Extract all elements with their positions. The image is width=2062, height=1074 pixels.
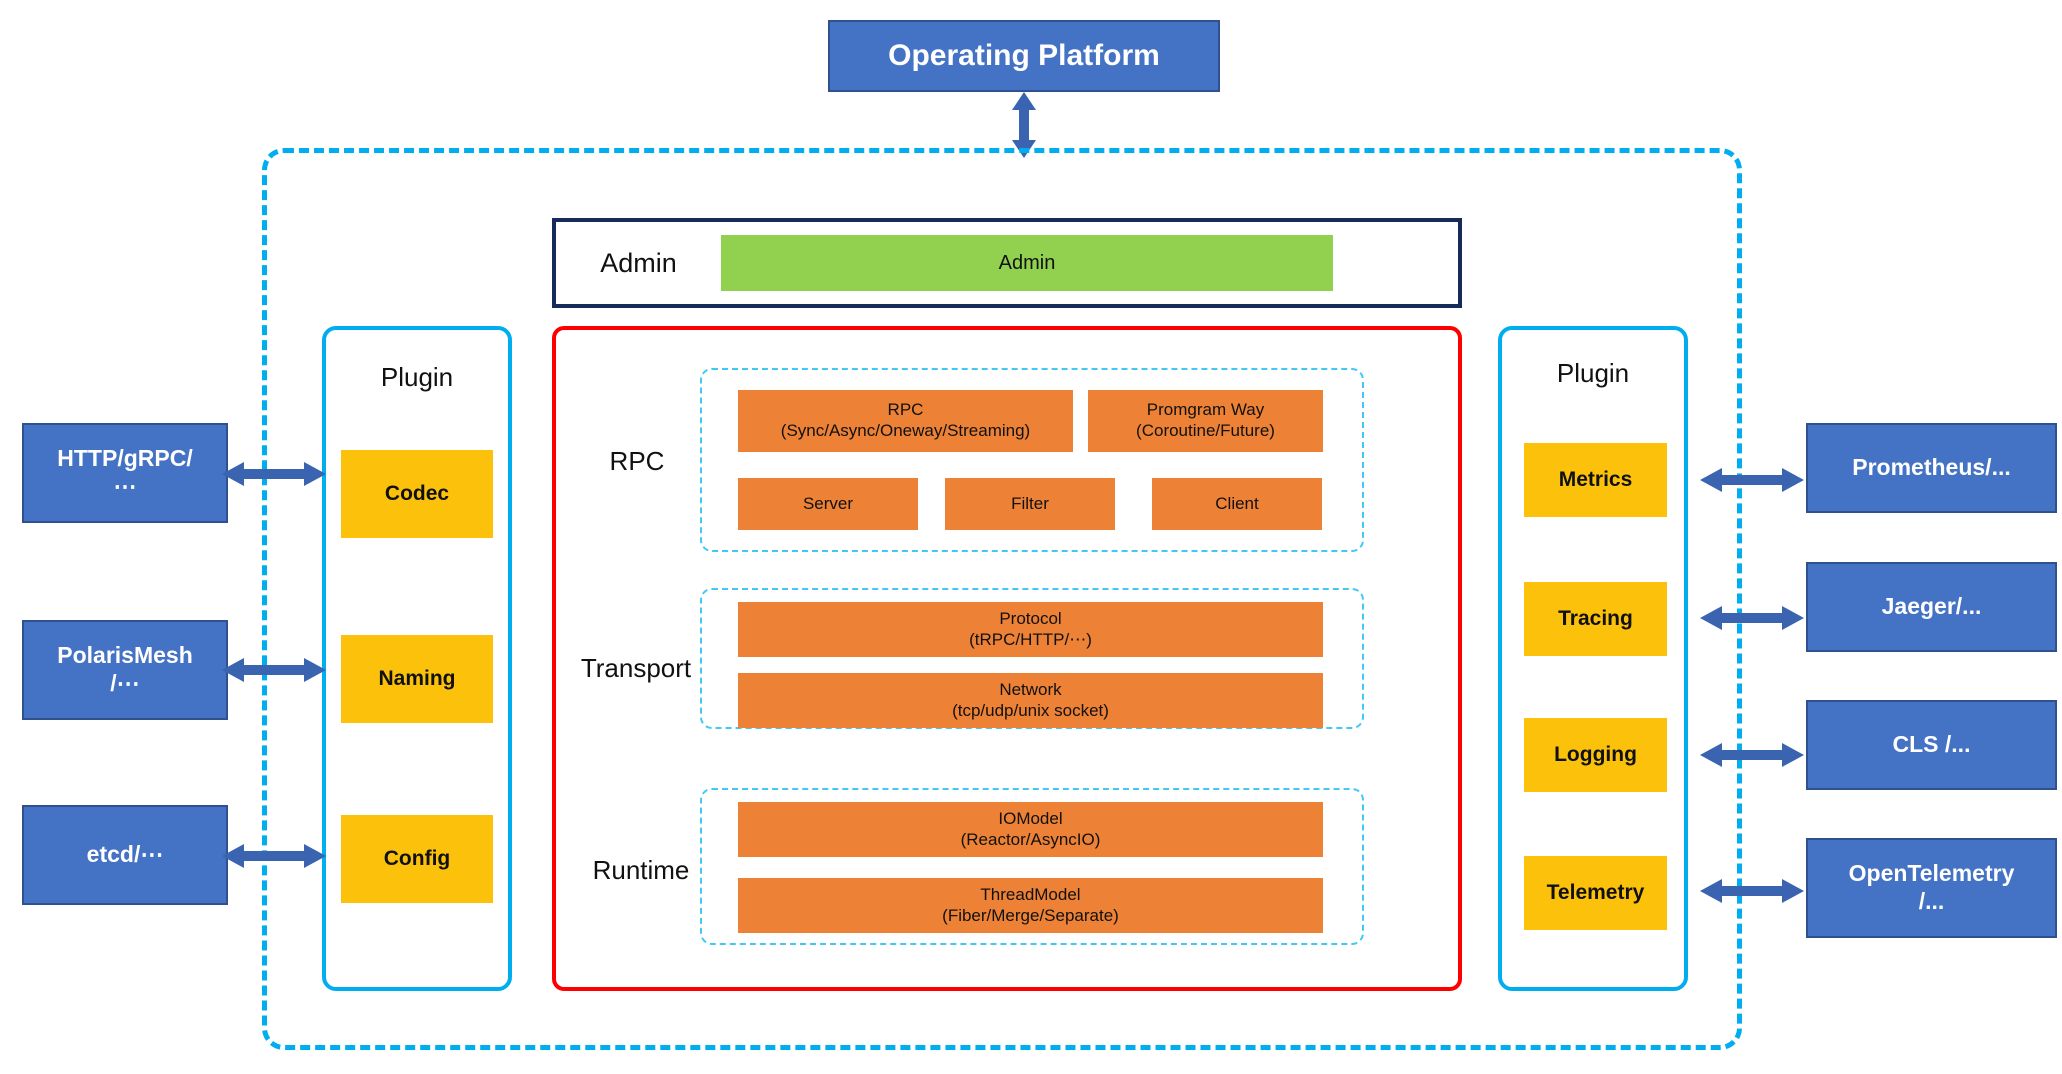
plugin-item-codec-label: Codec — [384, 482, 450, 505]
rpc-module-rpc[interactable]: RPC (Sync/Async/Oneway/Streaming) — [738, 390, 1073, 452]
rpc-module-client[interactable]: Client — [1152, 478, 1322, 530]
runtime-module-iomodel-title: IOModel — [998, 808, 1063, 828]
rpc-module-filter-title: Filter — [1011, 493, 1049, 513]
external-prometheus[interactable]: Prometheus/... — [1806, 423, 2057, 513]
external-opentelemetry-line1: OpenTelemetry — [1848, 860, 2015, 887]
admin-row-label: Admin — [600, 247, 677, 278]
plugin-item-tracing[interactable]: Tracing — [1524, 582, 1667, 656]
external-etcd[interactable]: etcd/⋯ — [22, 805, 228, 905]
plugin-item-metrics[interactable]: Metrics — [1524, 443, 1667, 517]
external-jaeger-label: Jaeger/... — [1881, 593, 1982, 620]
external-cls-label: CLS /... — [1892, 731, 1971, 758]
runtime-module-iomodel-sub: (Reactor/AsyncIO) — [960, 829, 1101, 849]
transport-module-network[interactable]: Network (tcp/udp/unix socket) — [738, 673, 1323, 728]
runtime-module-threadmodel[interactable]: ThreadModel (Fiber/Merge/Separate) — [738, 878, 1323, 933]
rpc-module-rpc-title: RPC — [887, 400, 924, 420]
transport-module-protocol-sub: (tRPC/HTTP/⋯) — [969, 629, 1092, 649]
external-http-grpc-line1: HTTP/gRPC/ — [57, 445, 193, 472]
plugin-item-metrics-label: Metrics — [1558, 468, 1633, 491]
rpc-module-program-way-title: Promgram Way — [1146, 400, 1265, 420]
transport-module-network-title: Network — [999, 679, 1062, 699]
external-jaeger[interactable]: Jaeger/... — [1806, 562, 2057, 652]
rpc-module-filter[interactable]: Filter — [945, 478, 1115, 530]
double-arrow-horizontal-icon-tracing — [1700, 606, 1804, 630]
plugin-item-telemetry[interactable]: Telemetry — [1524, 856, 1667, 930]
plugin-item-naming-label: Naming — [378, 667, 456, 690]
plugin-item-config[interactable]: Config — [341, 815, 493, 903]
layer-label-transport: Transport — [580, 653, 692, 683]
rpc-module-server[interactable]: Server — [738, 478, 918, 530]
rpc-module-server-title: Server — [802, 493, 854, 513]
double-arrow-horizontal-icon-codec — [222, 462, 326, 486]
plugin-item-naming[interactable]: Naming — [341, 635, 493, 723]
external-opentelemetry[interactable]: OpenTelemetry /... — [1806, 838, 2057, 938]
left-plugin-title: Plugin — [380, 362, 454, 392]
transport-group-dashed — [700, 588, 1364, 729]
runtime-module-iomodel[interactable]: IOModel (Reactor/AsyncIO) — [738, 802, 1323, 857]
layer-label-rpc: RPC — [609, 446, 665, 476]
rpc-module-program-way[interactable]: Promgram Way (Coroutine/Future) — [1088, 390, 1323, 452]
external-etcd-label: etcd/⋯ — [86, 841, 164, 868]
double-arrow-horizontal-icon-telemetry — [1700, 879, 1804, 903]
plugin-item-config-label: Config — [383, 847, 451, 870]
rpc-module-rpc-sub: (Sync/Async/Oneway/Streaming) — [780, 421, 1031, 440]
rpc-group-dashed — [700, 368, 1364, 552]
external-http-grpc[interactable]: HTTP/gRPC/ ⋯ — [22, 423, 228, 523]
double-arrow-horizontal-icon-metrics — [1700, 468, 1804, 492]
transport-module-network-sub: (tcp/udp/unix socket) — [952, 700, 1109, 720]
external-http-grpc-line2: ⋯ — [113, 473, 137, 499]
plugin-item-logging[interactable]: Logging — [1524, 718, 1667, 792]
rpc-module-program-way-sub: (Coroutine/Future) — [1136, 421, 1275, 440]
admin-module-block[interactable]: Admin — [721, 235, 1333, 291]
double-arrow-horizontal-icon-config — [222, 844, 326, 868]
admin-module-label: Admin — [998, 251, 1056, 274]
operating-platform-label: Operating Platform — [888, 39, 1160, 72]
double-arrow-vertical-icon — [1012, 92, 1036, 158]
admin-row: Admin Admin — [552, 218, 1462, 308]
external-cls[interactable]: CLS /... — [1806, 700, 2057, 790]
transport-module-protocol-title: Protocol — [999, 608, 1062, 628]
right-plugin-title: Plugin — [1556, 358, 1630, 388]
external-opentelemetry-line2: /... — [1918, 888, 1945, 914]
external-polarismesh-line1: PolarisMesh — [57, 642, 193, 669]
external-prometheus-label: Prometheus/... — [1852, 454, 2011, 481]
runtime-module-threadmodel-title: ThreadModel — [980, 884, 1081, 904]
plugin-item-tracing-label: Tracing — [1558, 607, 1633, 630]
framework-boundary — [262, 148, 1742, 1050]
plugin-item-telemetry-label: Telemetry — [1546, 881, 1645, 904]
layer-label-runtime: Runtime — [592, 855, 690, 885]
transport-module-protocol[interactable]: Protocol (tRPC/HTTP/⋯) — [738, 602, 1323, 657]
double-arrow-horizontal-icon-naming — [222, 658, 326, 682]
runtime-group-dashed — [700, 788, 1364, 945]
operating-platform-box[interactable]: Operating Platform — [828, 20, 1220, 92]
plugin-item-logging-label: Logging — [1554, 743, 1637, 766]
runtime-module-threadmodel-sub: (Fiber/Merge/Separate) — [942, 905, 1119, 925]
external-polarismesh-line2: /⋯ — [110, 670, 140, 696]
plugin-item-codec[interactable]: Codec — [341, 450, 493, 538]
rpc-module-client-title: Client — [1215, 493, 1259, 513]
double-arrow-horizontal-icon-logging — [1700, 743, 1804, 767]
external-polarismesh[interactable]: PolarisMesh /⋯ — [22, 620, 228, 720]
